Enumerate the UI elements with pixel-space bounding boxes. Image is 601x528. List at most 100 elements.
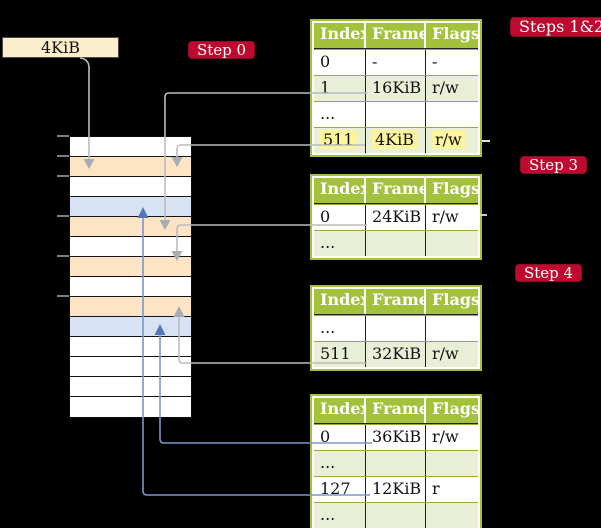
table-cell: 127 — [314, 477, 366, 502]
highlighted-value: 4KiB — [372, 130, 418, 149]
memory-tick — [57, 135, 69, 137]
badge-step-4-label: Step 4 — [524, 264, 574, 282]
table-cell: 511 — [314, 128, 366, 153]
table-cell — [366, 102, 426, 127]
highlighted-value: r/w — [432, 130, 465, 149]
table-header-cell: Flags — [432, 290, 478, 309]
table-cell — [366, 503, 426, 528]
table-cell: 511 — [314, 342, 366, 367]
memory-frame-row-peach — [70, 257, 191, 277]
physical-memory-column — [69, 136, 192, 418]
table-cell: r — [432, 479, 440, 498]
table-row: ... — [314, 230, 478, 256]
table-cell: 0 — [314, 50, 366, 75]
memory-frame-row-white — [70, 377, 191, 397]
table-cell: r/w — [432, 78, 459, 97]
memory-frame-row-peach — [70, 297, 191, 317]
memory-frame-row-white — [70, 177, 191, 197]
table-header-cell: Index — [314, 178, 366, 203]
row-stub-mark — [480, 214, 487, 216]
memory-tick — [57, 175, 69, 177]
table-header-cell: Flags — [432, 24, 478, 43]
memory-frame-row-white — [70, 397, 191, 417]
table-cell — [426, 451, 478, 476]
table-cell: r/w — [432, 207, 459, 226]
memory-frame-row-white — [70, 237, 191, 257]
memory-frame-row-white — [70, 357, 191, 377]
table-cell: 0 — [314, 205, 366, 230]
table-row: ... — [314, 101, 478, 127]
table-header-cell: Frame — [366, 398, 426, 423]
table-cell: r/w — [432, 427, 459, 446]
table-row: ... — [314, 315, 478, 341]
row-stub-mark — [482, 140, 490, 142]
table-cell: 0 — [314, 425, 366, 450]
badge-step-4: Step 4 — [515, 264, 583, 282]
memory-frame-row-white — [70, 277, 191, 297]
frame-size-box: 4KiB — [2, 37, 119, 58]
memory-tick — [57, 255, 69, 257]
badge-step-0-label: Step 0 — [197, 41, 247, 59]
frame-size-label: 4KiB — [40, 38, 80, 57]
table-header-cell: Flags — [432, 399, 478, 418]
table-cell: r/w — [432, 344, 459, 363]
table-cell: 16KiB — [366, 76, 426, 101]
table-header-cell: Frame — [366, 23, 426, 48]
badge-step-3: Step 3 — [520, 156, 588, 174]
table-cell: 32KiB — [366, 342, 426, 367]
table-header-cell: Flags — [432, 179, 478, 198]
table-cell: 12KiB — [366, 477, 426, 502]
table-row: 511 4KiB r/w — [314, 127, 478, 153]
table-cell — [426, 316, 478, 341]
badge-steps-1-2-label: Steps 1&2 — [519, 17, 601, 36]
table-cell — [426, 231, 478, 256]
table-cell: 36KiB — [366, 425, 426, 450]
memory-frame-row-peach — [70, 217, 191, 237]
table-cell: ... — [314, 503, 366, 528]
table-cell: - — [366, 50, 426, 75]
table-cell: r/w — [426, 128, 478, 153]
table-row: ... — [314, 502, 478, 528]
memory-tick — [57, 215, 69, 217]
memory-tick — [57, 295, 69, 297]
badge-steps-1-2: Steps 1&2 — [510, 17, 601, 37]
table-cell: 24KiB — [366, 205, 426, 230]
memory-frame-row-blue — [70, 197, 191, 217]
table-cell: ... — [314, 231, 366, 256]
badge-step-0: Step 0 — [188, 41, 256, 59]
highlighted-value: 511 — [320, 130, 357, 149]
table-cell: 1 — [314, 76, 366, 101]
table-cell — [426, 102, 478, 127]
table-cell: 4KiB — [366, 128, 426, 153]
table-cell: - — [432, 52, 438, 71]
table-cell — [366, 231, 426, 256]
table-cell — [366, 316, 426, 341]
memory-frame-row-white — [70, 137, 191, 157]
memory-tick — [57, 155, 69, 157]
table-cell: ... — [314, 102, 366, 127]
table-cell: ... — [314, 316, 366, 341]
memory-frame-row-peach — [70, 157, 191, 177]
memory-frame-row-blue — [70, 317, 191, 337]
memory-frame-row-white — [70, 337, 191, 357]
table-header-cell: Index — [314, 398, 366, 423]
badge-step-3-label: Step 3 — [529, 156, 579, 174]
table-header-cell: Index — [314, 23, 366, 48]
table-cell: ... — [314, 451, 366, 476]
table-cell — [366, 451, 426, 476]
table-header-cell: Index — [314, 289, 366, 314]
table-row: 0-- — [314, 49, 478, 75]
table-header-cell: Frame — [366, 178, 426, 203]
